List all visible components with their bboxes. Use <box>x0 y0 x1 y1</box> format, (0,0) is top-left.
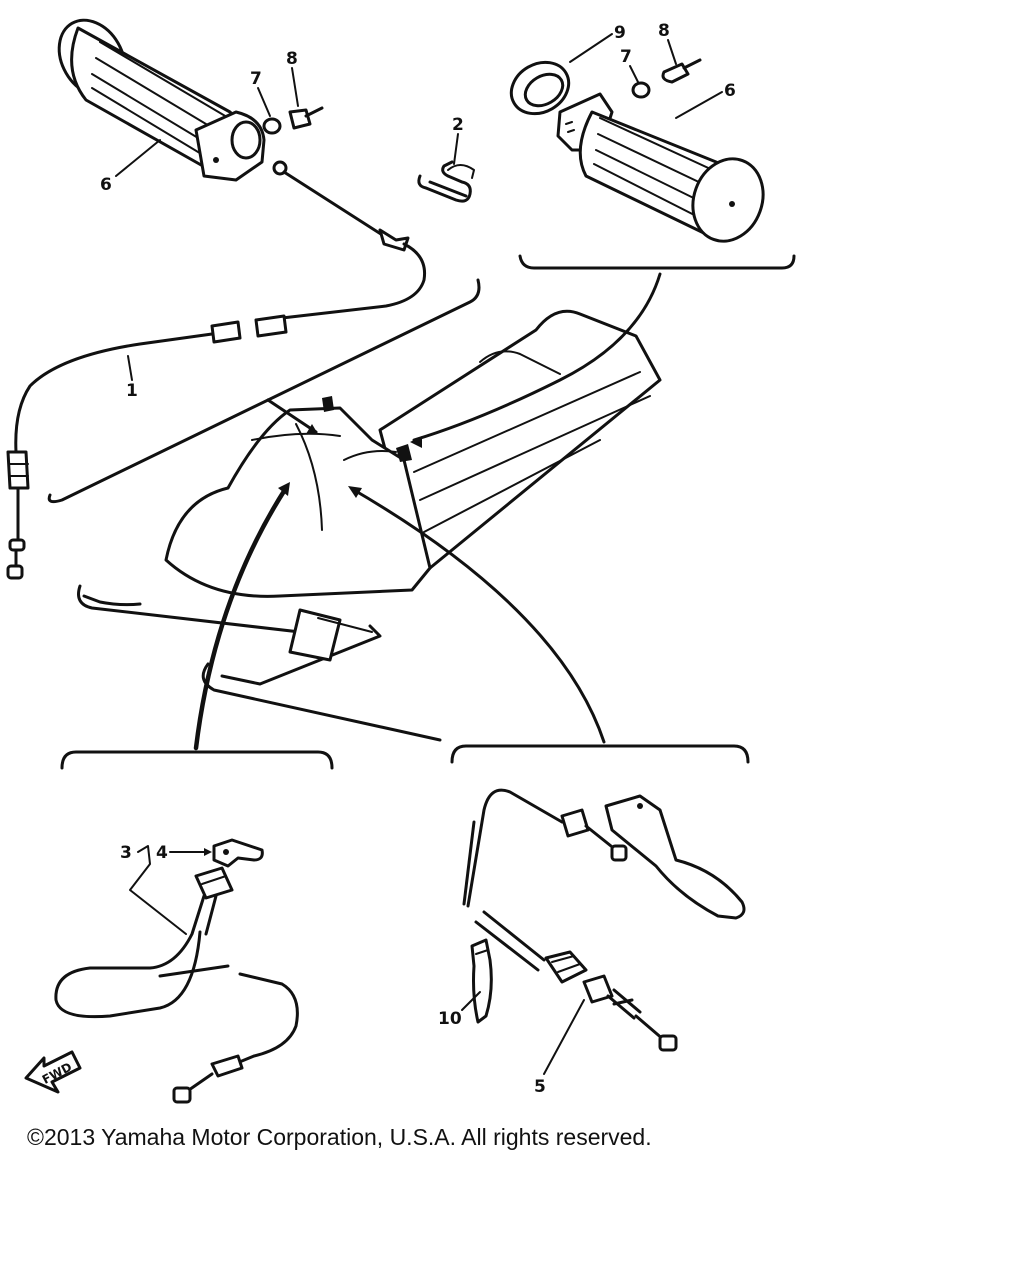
callout-washer-left: 7 <box>250 69 262 89</box>
copyright-notice: ©2013 Yamaha Motor Corporation, U.S.A. A… <box>27 1124 652 1150</box>
clip <box>417 160 472 203</box>
callout-grip-right: 6 <box>724 81 736 101</box>
washer-left <box>262 117 282 135</box>
washer-right <box>631 81 651 99</box>
callout-grip-left: 6 <box>100 175 112 195</box>
left-grip-group <box>6 18 481 580</box>
screw-left <box>288 106 324 130</box>
callout-screw-left: 8 <box>286 49 298 69</box>
brake-group-bracket <box>450 744 750 764</box>
left-grip <box>57 18 266 182</box>
right-grip <box>556 92 765 243</box>
snowmobile-body <box>77 309 662 742</box>
choke-group-bracket <box>60 750 334 770</box>
grip-cap <box>509 60 571 116</box>
callout-grip-cap: 9 <box>614 23 626 43</box>
fwd-arrow: FWD <box>24 1050 82 1094</box>
brake-cable <box>462 788 678 1052</box>
callout-screw-right: 8 <box>658 21 670 41</box>
screw-right <box>661 58 702 84</box>
choke-cable <box>54 866 299 1104</box>
leader-choke <box>193 485 289 751</box>
callout-cable-band: 10 <box>438 1009 462 1029</box>
callout-throttle-cable: 1 <box>126 381 138 401</box>
leader-left-grip <box>266 398 318 434</box>
throttle-cable <box>6 160 427 580</box>
right-grip-group <box>509 58 796 270</box>
right-group-bracket <box>518 254 796 270</box>
callout-clip: 2 <box>452 115 464 135</box>
left-group-bracket <box>47 278 481 504</box>
choke-knob <box>212 838 264 868</box>
leader-lines <box>193 272 662 751</box>
callout-brake-cable: 5 <box>534 1077 546 1097</box>
callout-choke-cable: 3 <box>120 843 132 863</box>
brake-group <box>450 744 750 1075</box>
callout-washer-right: 7 <box>620 47 632 67</box>
choke-group: FWD <box>24 750 334 1104</box>
parts-diagram: FWD <box>6 18 796 1104</box>
cable-band <box>470 938 493 1024</box>
leader-brake <box>352 488 606 744</box>
callout-labels: 6 7 8 2 1 9 7 8 6 3 4 5 10 <box>100 21 736 1097</box>
brake-lever <box>604 794 746 920</box>
leader-right-grip <box>412 272 662 442</box>
callout-choke-knob: 4 <box>156 843 168 863</box>
